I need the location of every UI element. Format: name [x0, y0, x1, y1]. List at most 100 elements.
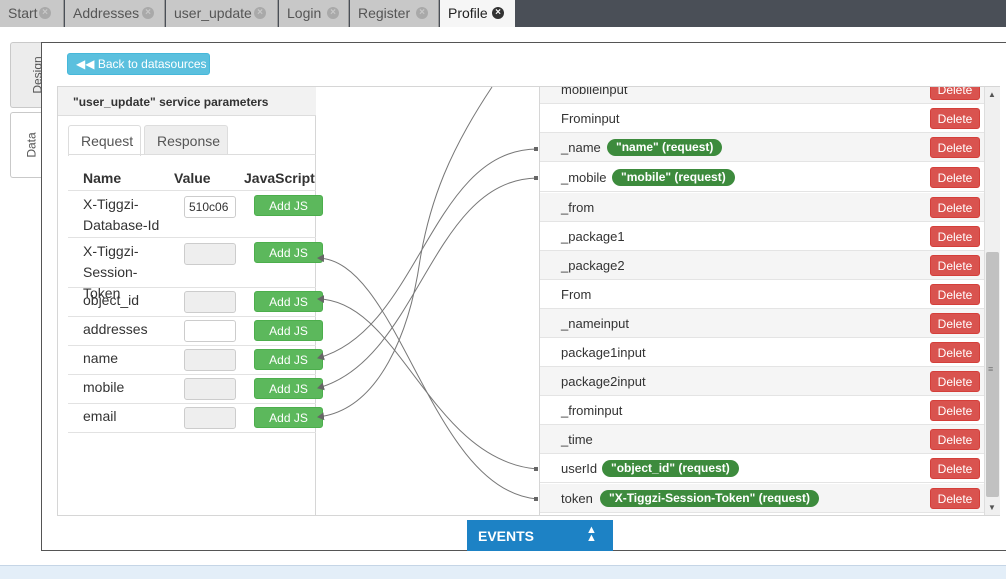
param-row: object_id Add JS: [68, 287, 323, 316]
component-name: _frominput: [561, 403, 623, 418]
param-value-input[interactable]: 510c06: [184, 196, 236, 218]
close-icon[interactable]: ×: [327, 7, 339, 19]
component-name: _name: [561, 140, 601, 155]
add-js-button[interactable]: Add JS: [254, 195, 323, 216]
column-header-javascript: JavaScript: [244, 170, 315, 186]
param-value-input[interactable]: [184, 320, 236, 342]
delete-button[interactable]: Delete: [930, 255, 980, 276]
tab-label: Register: [358, 5, 411, 21]
divider: [68, 154, 316, 155]
component-name: package2input: [561, 374, 646, 389]
tab-login[interactable]: Login ×: [279, 0, 349, 27]
list-item: package1input Delete: [540, 338, 984, 367]
param-name: addresses: [83, 321, 148, 337]
subtab-request[interactable]: Request: [68, 125, 141, 156]
delete-button[interactable]: Delete: [930, 137, 980, 158]
events-label: EVENTS: [478, 528, 535, 544]
list-item: _package1 Delete: [540, 222, 984, 251]
mapping-badge: "object_id" (request): [602, 460, 739, 477]
add-js-button[interactable]: Add JS: [254, 349, 323, 370]
delete-button[interactable]: Delete: [930, 167, 980, 188]
close-icon[interactable]: ×: [416, 7, 428, 19]
param-row: email Add JS: [68, 403, 323, 433]
delete-button[interactable]: Delete: [930, 197, 980, 218]
param-row: name Add JS: [68, 345, 323, 374]
mapping-badge: "name" (request): [607, 139, 723, 156]
param-value-input[interactable]: [184, 378, 236, 400]
param-row: mobile Add JS: [68, 374, 323, 403]
list-item: Frominput Delete: [540, 104, 984, 133]
tab-register[interactable]: Register ×: [350, 0, 439, 27]
component-name: _nameinput: [561, 316, 629, 331]
tab-addresses[interactable]: Addresses ×: [65, 0, 165, 27]
scroll-up-arrow-icon[interactable]: ▲: [988, 90, 996, 99]
close-icon[interactable]: ×: [254, 7, 266, 19]
param-value-input[interactable]: [184, 407, 236, 429]
scroll-down-arrow-icon[interactable]: ▼: [988, 503, 996, 512]
tab-profile[interactable]: Profile ×: [440, 0, 515, 27]
column-header-name: Name: [83, 170, 122, 186]
add-js-button[interactable]: Add JS: [254, 378, 323, 399]
page-component-list: mobileinput Delete Frominput Delete _nam…: [539, 87, 984, 515]
param-value-input[interactable]: [184, 243, 236, 265]
scrollbar-thumb[interactable]: ≡: [986, 252, 999, 497]
delete-button[interactable]: Delete: [930, 313, 980, 334]
list-item: _nameinput Delete: [540, 309, 984, 338]
double-chevron-left-icon: ◀◀: [76, 57, 95, 71]
component-name: From: [561, 287, 592, 302]
delete-button[interactable]: Delete: [930, 400, 980, 421]
param-name: X-Tiggzi-Database-Id: [83, 196, 160, 233]
status-strip: [0, 565, 1006, 579]
service-parameters-header: "user_update" service parameters: [58, 87, 316, 116]
side-tab-data[interactable]: Data: [10, 112, 41, 178]
delete-button[interactable]: Delete: [930, 429, 980, 450]
tab-label: Login: [287, 5, 322, 21]
tab-label: Start: [8, 5, 38, 21]
back-button-label: Back to datasources: [97, 57, 207, 71]
param-name: email: [83, 408, 117, 424]
delete-button[interactable]: Delete: [930, 371, 980, 392]
side-tab-label: Data: [24, 132, 39, 158]
component-name: _package2: [561, 258, 625, 273]
delete-button[interactable]: Delete: [930, 342, 980, 363]
component-name: token: [561, 491, 593, 506]
add-js-button[interactable]: Add JS: [254, 242, 323, 263]
events-button[interactable]: EVENTS ▲▲: [467, 520, 613, 551]
subtab-response[interactable]: Response: [144, 125, 228, 155]
delete-button[interactable]: Delete: [930, 284, 980, 305]
close-icon[interactable]: ×: [492, 7, 504, 19]
param-row: addresses Add JS: [68, 316, 323, 345]
list-item: package2input Delete: [540, 367, 984, 396]
param-name: X-Tiggzi-Session-Token: [83, 243, 139, 301]
delete-button[interactable]: Delete: [930, 458, 980, 479]
param-value-input[interactable]: [184, 291, 236, 313]
tab-bar: Start × Addresses × user_update × Login …: [0, 0, 1006, 27]
component-name: _mobile: [561, 170, 607, 185]
delete-button[interactable]: Delete: [930, 226, 980, 247]
delete-button[interactable]: Delete: [930, 87, 980, 100]
component-name: package1input: [561, 345, 646, 360]
list-scrollbar[interactable]: ▲ ≡ ▼: [984, 87, 1000, 515]
tab-user-update[interactable]: user_update ×: [166, 0, 278, 27]
delete-button[interactable]: Delete: [930, 488, 980, 509]
param-value-input[interactable]: [184, 349, 236, 371]
mapping-badge: "X-Tiggzi-Session-Token" (request): [600, 490, 819, 507]
list-item: _mobile "mobile" (request) Delete: [540, 163, 984, 192]
add-js-button[interactable]: Add JS: [254, 407, 323, 428]
column-header-value: Value: [174, 170, 211, 186]
mapping-badge: "mobile" (request): [612, 169, 735, 186]
delete-button[interactable]: Delete: [930, 108, 980, 129]
add-js-button[interactable]: Add JS: [254, 291, 323, 312]
add-js-button[interactable]: Add JS: [254, 320, 323, 341]
side-tab-design[interactable]: Design: [10, 42, 45, 108]
list-item: From Delete: [540, 280, 984, 309]
param-name: name: [83, 350, 119, 366]
back-to-datasources-button[interactable]: ◀◀ Back to datasources: [67, 53, 210, 75]
tab-label: user_update: [174, 5, 252, 21]
list-item: userId "object_id" (request) Delete: [540, 454, 984, 483]
close-icon[interactable]: ×: [39, 7, 51, 19]
param-name: mobile: [83, 379, 125, 395]
tab-start[interactable]: Start ×: [0, 0, 64, 27]
close-icon[interactable]: ×: [142, 7, 154, 19]
param-row: X-Tiggzi-Session-Token Add JS: [68, 237, 323, 301]
